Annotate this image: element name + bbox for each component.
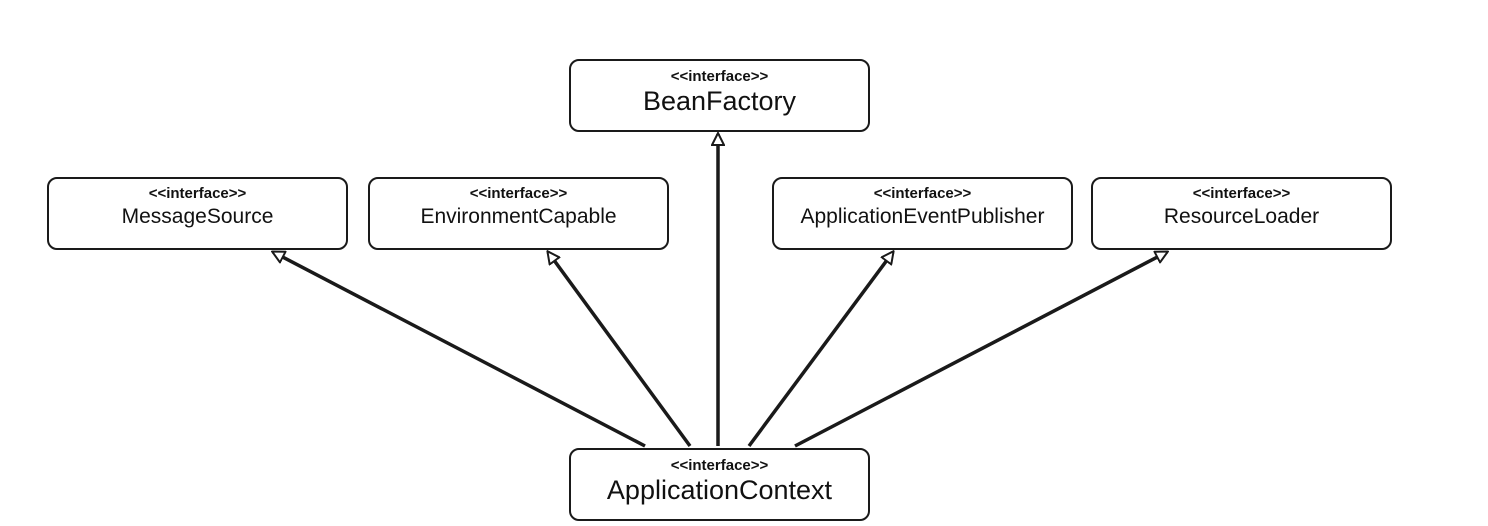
edge-context-to-event-publisher [747,252,893,448]
interface-name: ResourceLoader [1163,205,1320,228]
stereotype-label: <<interface>> [148,185,247,202]
stereotype-label: <<interface>> [670,457,769,474]
bean-factory-node: <<interface>> BeanFactory [569,59,870,132]
interface-name: EnvironmentCapable [420,205,617,228]
application-context-node: <<interface>> ApplicationContext [569,448,870,521]
interface-name: ApplicationContext [606,475,833,505]
stereotype-label: <<interface>> [1192,185,1291,202]
edge-context-to-resource-loader [794,250,1167,448]
stereotype-label: <<interface>> [873,185,972,202]
environment-capable-node: <<interface>> EnvironmentCapable [368,177,669,250]
interface-name: MessageSource [121,205,274,228]
message-source-node: <<interface>> MessageSource [47,177,348,250]
resource-loader-node: <<interface>> ResourceLoader [1091,177,1392,250]
edge-context-to-message-source [273,250,646,448]
interface-name: BeanFactory [642,86,797,116]
stereotype-label: <<interface>> [469,185,568,202]
interface-name: ApplicationEventPublisher [800,205,1045,228]
application-event-publisher-node: <<interface>> ApplicationEventPublisher [772,177,1073,250]
stereotype-label: <<interface>> [670,68,769,85]
edge-context-to-environment-capable [548,252,692,448]
